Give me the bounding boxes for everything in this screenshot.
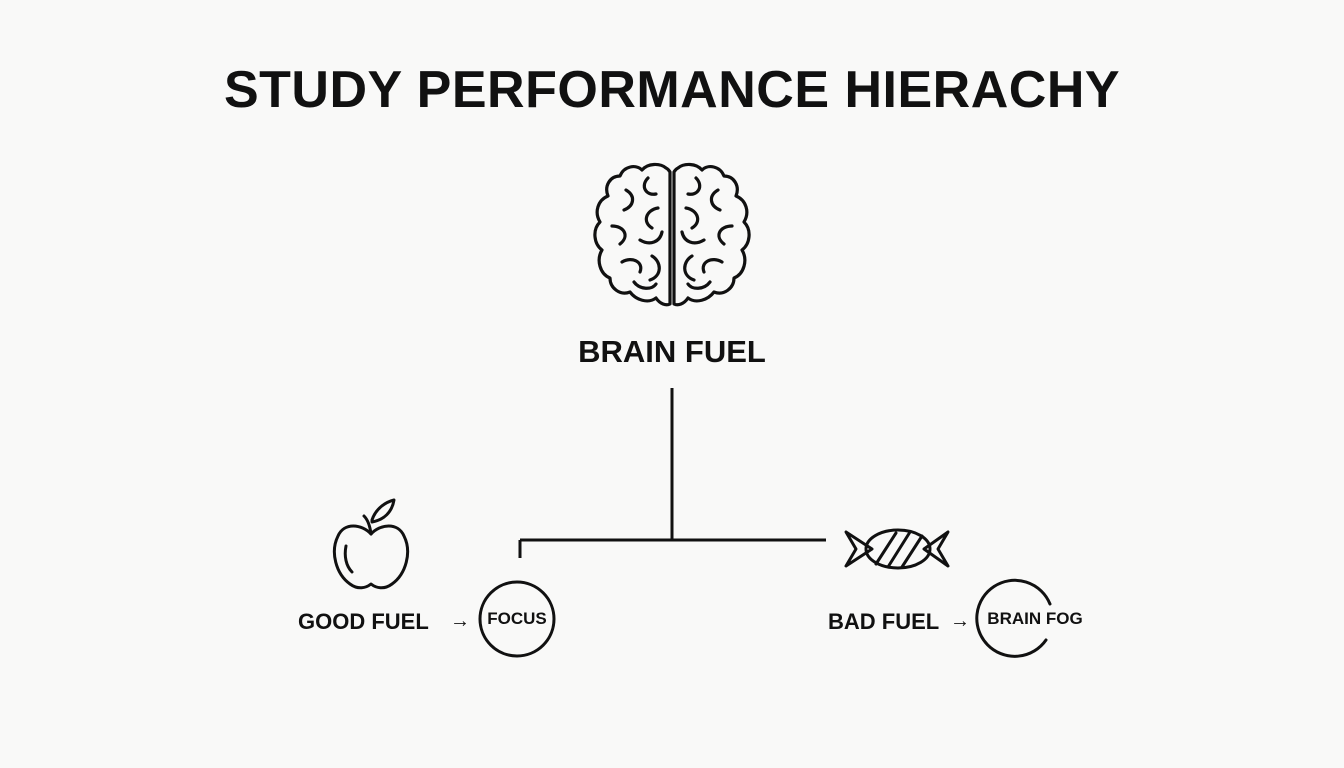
brain-fog-circle xyxy=(975,578,1052,658)
bad-fuel-label: BAD FUEL xyxy=(828,609,940,634)
root-node-label: BRAIN FUEL xyxy=(578,334,766,369)
brain-fog-outcome-label: BRAIN FOG xyxy=(987,609,1083,628)
tree-connectors xyxy=(518,388,826,558)
page-title: STUDY PERFORMANCE HIERACHY xyxy=(223,61,1121,119)
good-fuel-arrow: → xyxy=(450,610,470,632)
apple-icon xyxy=(333,498,409,590)
bad-fuel-arrow: → xyxy=(950,610,970,632)
brain-icon xyxy=(593,162,751,307)
focus-outcome-label: FOCUS xyxy=(487,609,547,628)
good-fuel-label: GOOD FUEL xyxy=(298,609,429,634)
candy-icon xyxy=(844,528,950,570)
focus-circle xyxy=(478,580,556,658)
